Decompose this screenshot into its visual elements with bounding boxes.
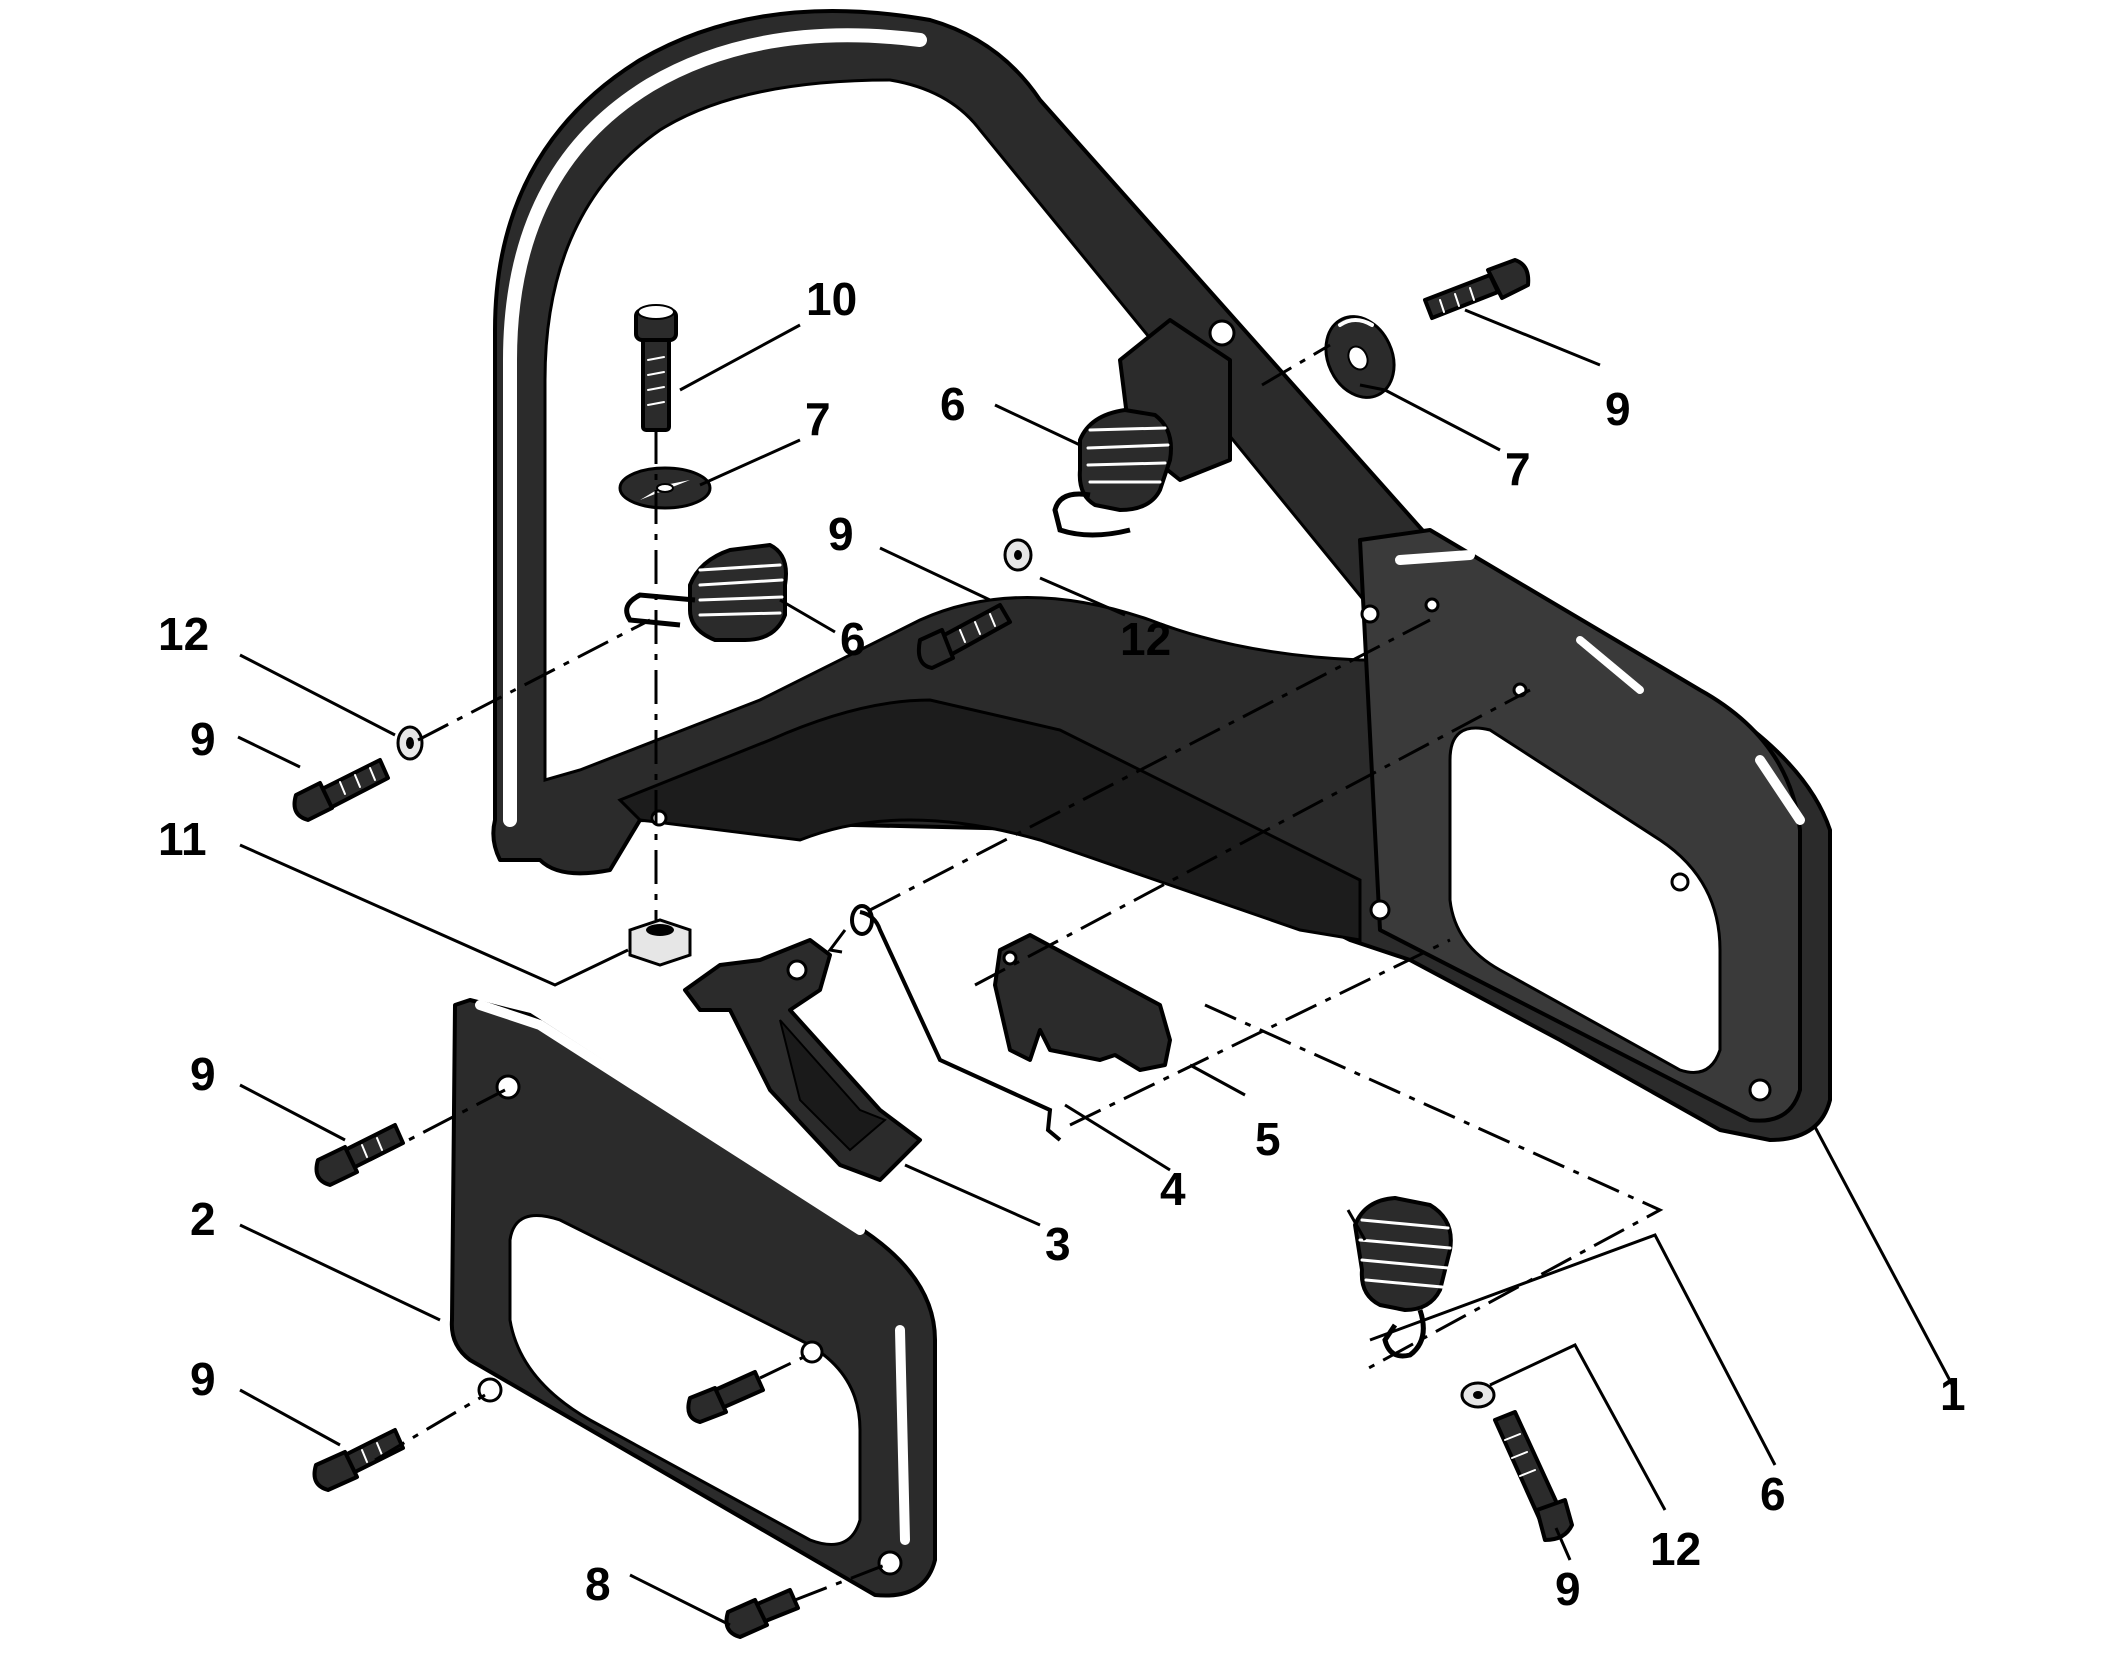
- screw-part-9-bottom-right: [1493, 1410, 1574, 1542]
- lever-part-3: [683, 938, 922, 1182]
- screw-part-9-cover-bottom: [312, 1428, 405, 1492]
- callout-9-mid: 9: [828, 508, 854, 560]
- callout-9-top-right: 9: [1605, 383, 1631, 435]
- callout-8: 8: [585, 1558, 611, 1610]
- washer-part-12-mid: [1003, 538, 1033, 572]
- callout-6-bottom: 6: [1760, 1468, 1786, 1520]
- callout-9-cover-top: 9: [190, 1048, 216, 1100]
- callout-5: 5: [1255, 1113, 1281, 1165]
- leader-lines: [237, 308, 1957, 1627]
- side-cover-part-2: [449, 998, 937, 1598]
- washer-part-12-left: [396, 725, 424, 761]
- callout-10: 10: [806, 273, 857, 325]
- callout-12-left: 12: [158, 608, 209, 660]
- assembly-axes: [369, 343, 1664, 1602]
- callout-12-bottom: 12: [1650, 1523, 1701, 1575]
- screw-part-9-cover-inner: [686, 1370, 765, 1424]
- screw-part-9-mid: [916, 603, 1012, 670]
- wire-spring-part-4: [827, 904, 1062, 1142]
- screw-part-10: [634, 304, 678, 432]
- screw-part-9-top-right: [1423, 258, 1531, 320]
- nut-part-11: [628, 918, 692, 967]
- callout-labels: 1 2 3 4 5 6 6 6 7 7 8 9 9 9 9 9 9 10 11 …: [158, 273, 1966, 1615]
- washer-part-7-right: [1324, 315, 1396, 399]
- callout-9-cover-bottom: 9: [190, 1353, 216, 1405]
- callout-9-bottom-right: 9: [1555, 1563, 1581, 1615]
- washer-part-12-bottom: [1460, 1381, 1496, 1409]
- screw-part-9-left: [292, 758, 390, 822]
- latch-part-5: [993, 933, 1172, 1072]
- callout-11: 11: [158, 813, 207, 865]
- spring-part-6-bottom: [1353, 1196, 1453, 1359]
- washer-part-7-left: [618, 466, 712, 510]
- callout-4: 4: [1160, 1163, 1186, 1215]
- callout-7-left: 7: [805, 393, 831, 445]
- screw-part-9-cover-top: [314, 1123, 405, 1187]
- callout-6-top: 6: [940, 378, 966, 430]
- callout-3: 3: [1045, 1218, 1071, 1270]
- callout-9-left: 9: [190, 713, 216, 765]
- callout-7-right: 7: [1505, 443, 1531, 495]
- spring-part-6-left: [624, 543, 788, 642]
- callout-12-mid: 12: [1120, 613, 1171, 665]
- callout-1: 1: [1940, 1368, 1966, 1420]
- spring-part-6-top: [1052, 408, 1173, 538]
- callout-2: 2: [190, 1193, 216, 1245]
- screw-part-8: [724, 1588, 800, 1639]
- callout-6-left: 6: [840, 613, 866, 665]
